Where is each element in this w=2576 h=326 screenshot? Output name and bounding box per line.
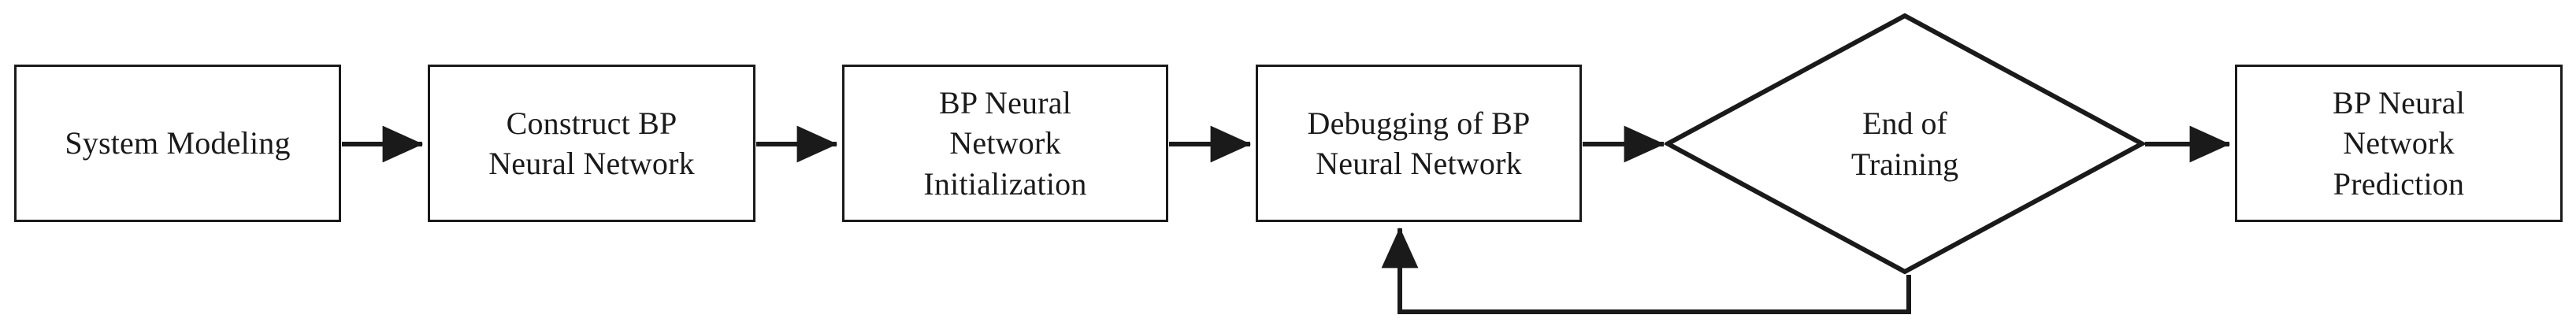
- node-debugging-of-bp-neural-network[interactable]: Debugging of BP Neural Network: [1256, 65, 1582, 222]
- node-construct-bp-neural-network-label: Construct BP Neural Network: [488, 105, 695, 181]
- diamond-shape: [1665, 13, 2145, 275]
- node-end-of-training-label: End of Training: [1850, 106, 1959, 182]
- node-bp-neural-network-initialization[interactable]: BP Neural Network Initialization: [842, 65, 1168, 222]
- node-end-of-training[interactable]: End of Training: [1665, 13, 2145, 275]
- node-system-modeling[interactable]: System Modeling: [14, 65, 341, 222]
- node-system-modeling-label: System Modeling: [65, 125, 291, 161]
- node-construct-bp-neural-network[interactable]: Construct BP Neural Network: [428, 65, 755, 222]
- node-bp-neural-network-initialization-label: BP Neural Network Initialization: [923, 85, 1087, 202]
- node-bp-neural-network-prediction-label: BP Neural Network Prediction: [2332, 85, 2466, 202]
- edge-end-of-training-feedback-to-debugging: [1381, 227, 1911, 314]
- node-bp-neural-network-prediction[interactable]: BP Neural Network Prediction: [2235, 65, 2563, 222]
- node-debugging-of-bp-neural-network-label: Debugging of BP Neural Network: [1307, 105, 1531, 181]
